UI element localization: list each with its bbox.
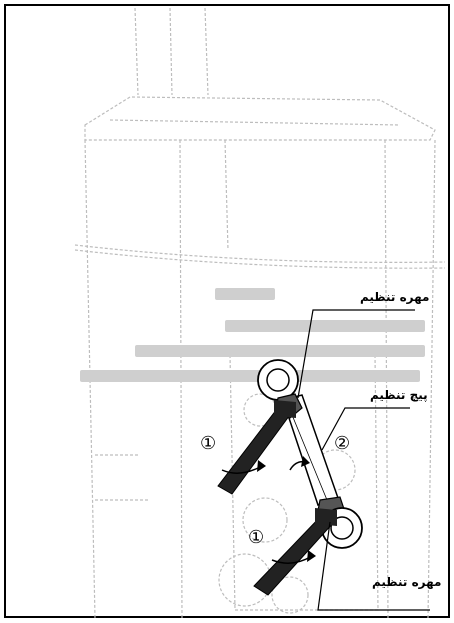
callout-line-bottom-nut bbox=[317, 521, 430, 611]
adjuster-assembly bbox=[217, 359, 363, 596]
label-bottom-adjust-nut: مهره تنظیم bbox=[372, 575, 442, 589]
step-marker-one-upper: ① bbox=[200, 433, 217, 454]
callout-line-top-nut bbox=[297, 309, 415, 399]
step-marker-one-lower: ① bbox=[248, 527, 265, 548]
callout-line-screw bbox=[321, 407, 410, 451]
label-adjust-screw: پیچ تنظیم bbox=[370, 388, 428, 402]
label-top-adjust-nut: مهره تنظیم bbox=[360, 290, 430, 304]
page-border bbox=[4, 4, 450, 618]
step-marker-two: ② bbox=[334, 433, 351, 454]
upper-wrench bbox=[217, 404, 293, 495]
ghost-text bbox=[80, 288, 425, 382]
callout-lines bbox=[297, 309, 430, 611]
